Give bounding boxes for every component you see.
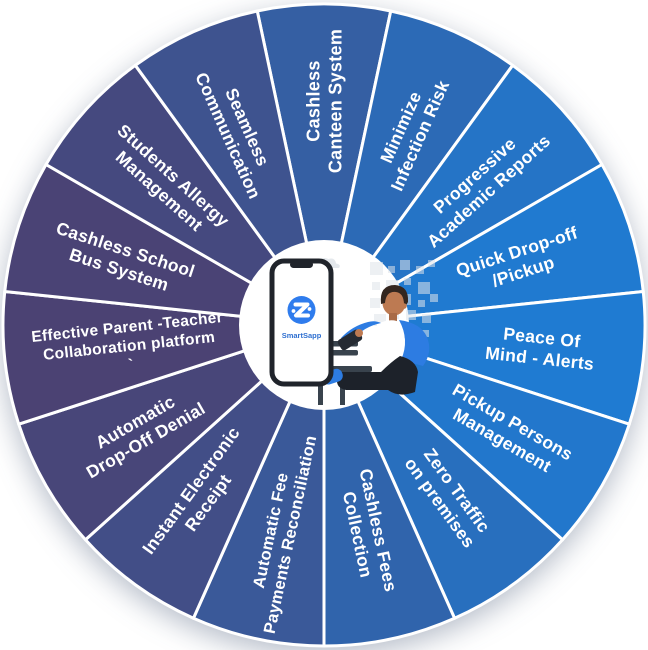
- wheel-segment: [44, 63, 326, 327]
- smartsapp-logo-icon: [287, 296, 316, 324]
- wheel-segment: [191, 323, 326, 648]
- segment-label-line: Canteen System: [325, 29, 345, 173]
- wheel-segment: [133, 9, 326, 327]
- segment-label-line: Cashless: [303, 60, 323, 141]
- phone-illustration: SmartSapp: [269, 258, 334, 387]
- wheel-segment: [83, 323, 326, 620]
- wheel-segment: [322, 323, 565, 620]
- wheel-segment: [322, 163, 645, 327]
- wheel-segment: [322, 63, 604, 327]
- wheel-segment: [322, 323, 457, 648]
- person-illustration: [321, 285, 430, 395]
- segment-label-line: `: [128, 357, 135, 374]
- app-name: SmartSapp: [282, 331, 322, 340]
- wheel-segment: [3, 163, 326, 327]
- wheel-segment: [255, 2, 393, 327]
- wheel-segment: [17, 323, 326, 542]
- wheel-segment: [322, 9, 515, 327]
